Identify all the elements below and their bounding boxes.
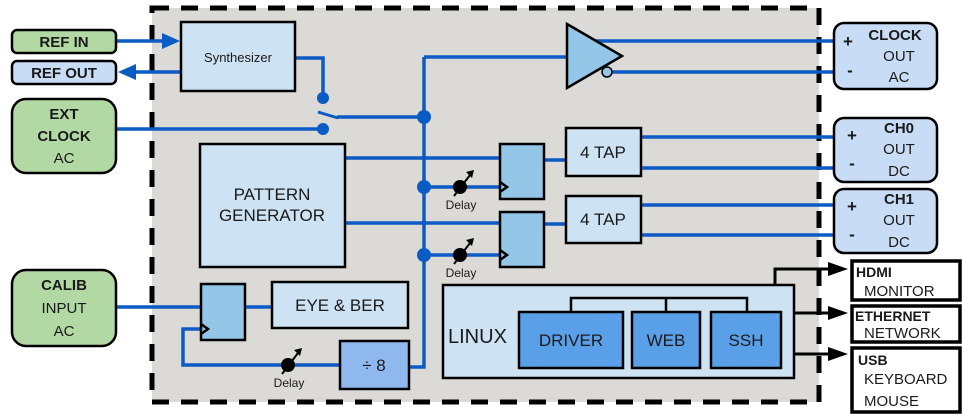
ch1-title: CH1 xyxy=(884,191,914,208)
hdmi-wire xyxy=(773,262,848,285)
ch0-plus: + xyxy=(847,126,857,145)
synth-to-switch-wire xyxy=(295,56,325,98)
clock-out-line3: AC xyxy=(889,69,910,86)
usb-line2: KEYBOARD xyxy=(864,371,948,388)
calib-input-port[interactable]: CALIB INPUT AC xyxy=(10,268,118,348)
ch1-out-port[interactable]: + - CH1 OUT DC xyxy=(832,187,939,255)
flip-flop-ch1 xyxy=(498,210,546,269)
ethernet-port[interactable]: ETHERNET NETWORK xyxy=(850,304,962,344)
delay-ch1: Delay xyxy=(446,238,477,280)
usb-line3: MOUSE xyxy=(864,393,919,410)
clock-out-port[interactable]: + - CLOCK OUT AC xyxy=(832,21,939,91)
ethernet-title: ETHERNET xyxy=(855,308,931,324)
ch1-line2: OUT xyxy=(883,212,915,229)
ref-out-wire xyxy=(118,64,180,80)
hdmi-title: HDMI xyxy=(856,264,892,280)
hdmi-port[interactable]: HDMI MONITOR xyxy=(850,259,962,302)
ch0-minus: - xyxy=(849,154,855,173)
ext-clock-line1: EXT xyxy=(49,106,78,123)
hdmi-line2: MONITOR xyxy=(864,283,935,300)
usb-title: USB xyxy=(858,352,888,368)
calib-line1: CALIB xyxy=(41,277,87,294)
divider-label: ÷ 8 xyxy=(362,356,386,375)
clock-out-plus: + xyxy=(843,32,853,51)
ch0-out-port[interactable]: + - CH0 OUT DC xyxy=(832,116,939,184)
switch-contact-top xyxy=(317,92,329,104)
clock-out-line2: OUT xyxy=(883,48,915,65)
ch0-line2: OUT xyxy=(883,141,915,158)
driver-block[interactable]: DRIVER xyxy=(517,310,625,370)
delay-ch1-label: Delay xyxy=(446,266,477,280)
divider-feedback-wire xyxy=(181,327,340,367)
clock-switch-arm xyxy=(317,110,339,120)
enclosure-dashed-border xyxy=(149,5,822,405)
driver-label: DRIVER xyxy=(539,331,603,350)
usb-port[interactable]: USB KEYBOARD MOUSE xyxy=(850,346,962,414)
ssh-label: SSH xyxy=(729,331,764,350)
ssh-block[interactable]: SSH xyxy=(709,310,783,370)
eye-ber-label: EYE & BER xyxy=(295,296,385,315)
synthesizer-block[interactable]: Synthesizer xyxy=(179,20,297,93)
ref-out-label: REF OUT xyxy=(31,65,97,82)
calib-line3: AC xyxy=(54,323,75,340)
tap1-label: 4 TAP xyxy=(580,210,626,229)
ref-out-port[interactable]: REF OUT xyxy=(10,59,118,86)
synthesizer-label: Synthesizer xyxy=(204,50,273,65)
ch1-line3: DC xyxy=(888,234,910,251)
delay-ch0-label: Delay xyxy=(446,198,477,212)
ethernet-wire xyxy=(794,306,848,320)
tap-block-ch0[interactable]: 4 TAP xyxy=(564,126,643,178)
ref-in-label: REF IN xyxy=(39,34,88,51)
pattern-generator-line1: PATTERN xyxy=(234,185,311,204)
clock-buffer xyxy=(565,21,625,91)
delay-calib-label: Delay xyxy=(274,376,305,390)
linux-label: LINUX xyxy=(448,326,507,348)
tap-block-ch1[interactable]: 4 TAP xyxy=(564,194,643,245)
clock-bus xyxy=(410,57,426,369)
tap0-label: 4 TAP xyxy=(580,143,626,162)
web-label: WEB xyxy=(647,331,686,350)
ch0-line3: DC xyxy=(888,163,910,180)
eye-ber-block[interactable]: EYE & BER xyxy=(270,280,410,330)
ch1-plus: + xyxy=(847,197,857,216)
flip-flop-ch0 xyxy=(498,142,546,201)
pattern-generator-line2: GENERATOR xyxy=(219,206,325,225)
clock-out-minus: - xyxy=(847,61,853,80)
delay-calib: Delay xyxy=(274,348,305,390)
ext-clock-port[interactable]: EXT CLOCK AC xyxy=(10,97,118,175)
calib-line2: INPUT xyxy=(42,300,87,317)
divide-by-8-block[interactable]: ÷ 8 xyxy=(338,339,411,391)
ethernet-line2: NETWORK xyxy=(864,325,941,342)
web-block[interactable]: WEB xyxy=(630,310,702,370)
ref-in-wire xyxy=(117,33,180,49)
linux-internal-bus xyxy=(569,296,749,312)
ch1-minus: - xyxy=(849,225,855,244)
usb-wire xyxy=(794,347,848,361)
switch-contact-bottom xyxy=(317,123,329,135)
flip-flop-calib xyxy=(199,282,247,342)
delay-ch0: Delay xyxy=(446,170,477,212)
clock-out-title: CLOCK xyxy=(868,27,921,44)
ref-in-port[interactable]: REF IN xyxy=(10,28,118,55)
ch0-title: CH0 xyxy=(884,120,914,137)
pattern-generator-block[interactable]: PATTERN GENERATOR xyxy=(198,142,347,269)
ext-clock-line3: AC xyxy=(54,150,75,167)
ext-clock-line2: CLOCK xyxy=(37,128,90,145)
